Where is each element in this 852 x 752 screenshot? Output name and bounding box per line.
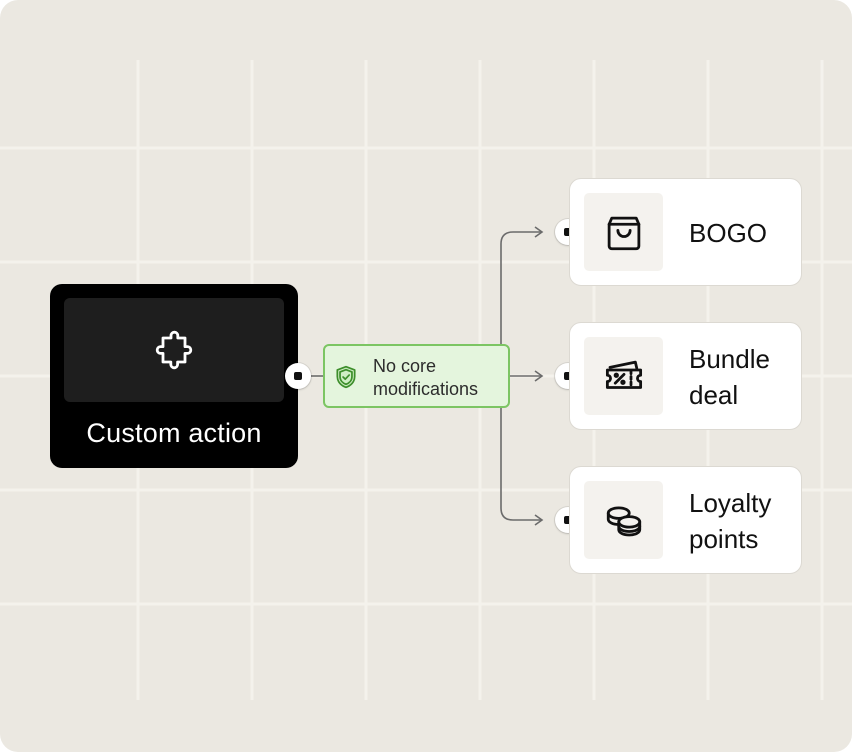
custom-action-icon-panel [64,298,284,402]
connector-to-bogo [500,231,542,376]
badge-text: No core modifications [373,355,509,401]
port-dot [294,372,302,380]
no-core-modifications-badge: No core modifications [323,344,510,408]
port-dot [564,372,572,380]
bundle-deal-node[interactable]: Bundle deal [569,322,802,430]
bundle-deal-label-line-2: deal [689,380,739,410]
connector-to-loyalty-points [500,376,542,521]
bogo-label: BOGO [689,215,797,251]
shopping-bag-icon [607,216,641,251]
loyalty-points-icon-panel [584,481,663,559]
loyalty-points-label-line-1: Loyalty [689,488,772,518]
shield-check-icon [336,365,356,389]
bogo-node[interactable]: BOGO [569,178,802,286]
bogo-label-line-1: BOGO [689,218,768,248]
badge-line-2: modifications [373,379,479,399]
loyalty-points-node[interactable]: Loyalty points [569,466,802,574]
puzzle-icon [155,330,193,370]
port-dot [564,516,572,524]
bundle-deal-icon-panel [584,337,663,415]
custom-action-label: Custom action [86,418,262,448]
custom-action-node[interactable]: Custom action [50,284,298,468]
source-output-port[interactable] [285,363,311,389]
loyalty-points-label-line-2: points [689,524,759,554]
port-dot [564,228,572,236]
arrowhead-loyalty-points [534,514,544,526]
loyalty-points-label: Loyalty points [689,485,797,557]
bundle-deal-label: Bundle deal [689,341,797,413]
arrowhead-bogo [534,226,544,238]
bogo-icon-panel [584,193,663,271]
ticket-percent-icon [605,360,643,389]
coins-icon [606,506,642,537]
bundle-deal-label-line-1: Bundle [689,344,770,374]
arrowhead-bundle-deal [534,370,544,382]
badge-line-1: No core [373,356,437,376]
